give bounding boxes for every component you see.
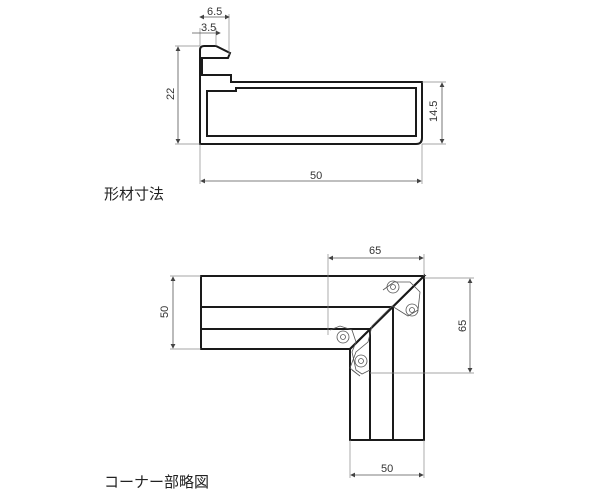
- corner-bracket: [329, 280, 421, 377]
- corner-drawing: [170, 254, 474, 478]
- dim-65-top: 65: [369, 245, 381, 257]
- corner-caption: コーナー部略図: [104, 473, 210, 491]
- dim-3-5: 3.5: [201, 22, 216, 34]
- dim-65-right: 65: [457, 320, 469, 332]
- dim-50-left: 50: [159, 306, 171, 318]
- dim-50-profile: 50: [310, 170, 322, 182]
- dim-6-5: 6.5: [207, 6, 222, 18]
- dim-14-5: 14.5: [428, 101, 440, 122]
- dim-22: 22: [165, 88, 177, 100]
- profile-drawing: [175, 14, 446, 184]
- dim-50-bottom: 50: [381, 463, 393, 475]
- profile-caption: 形材寸法: [104, 185, 165, 203]
